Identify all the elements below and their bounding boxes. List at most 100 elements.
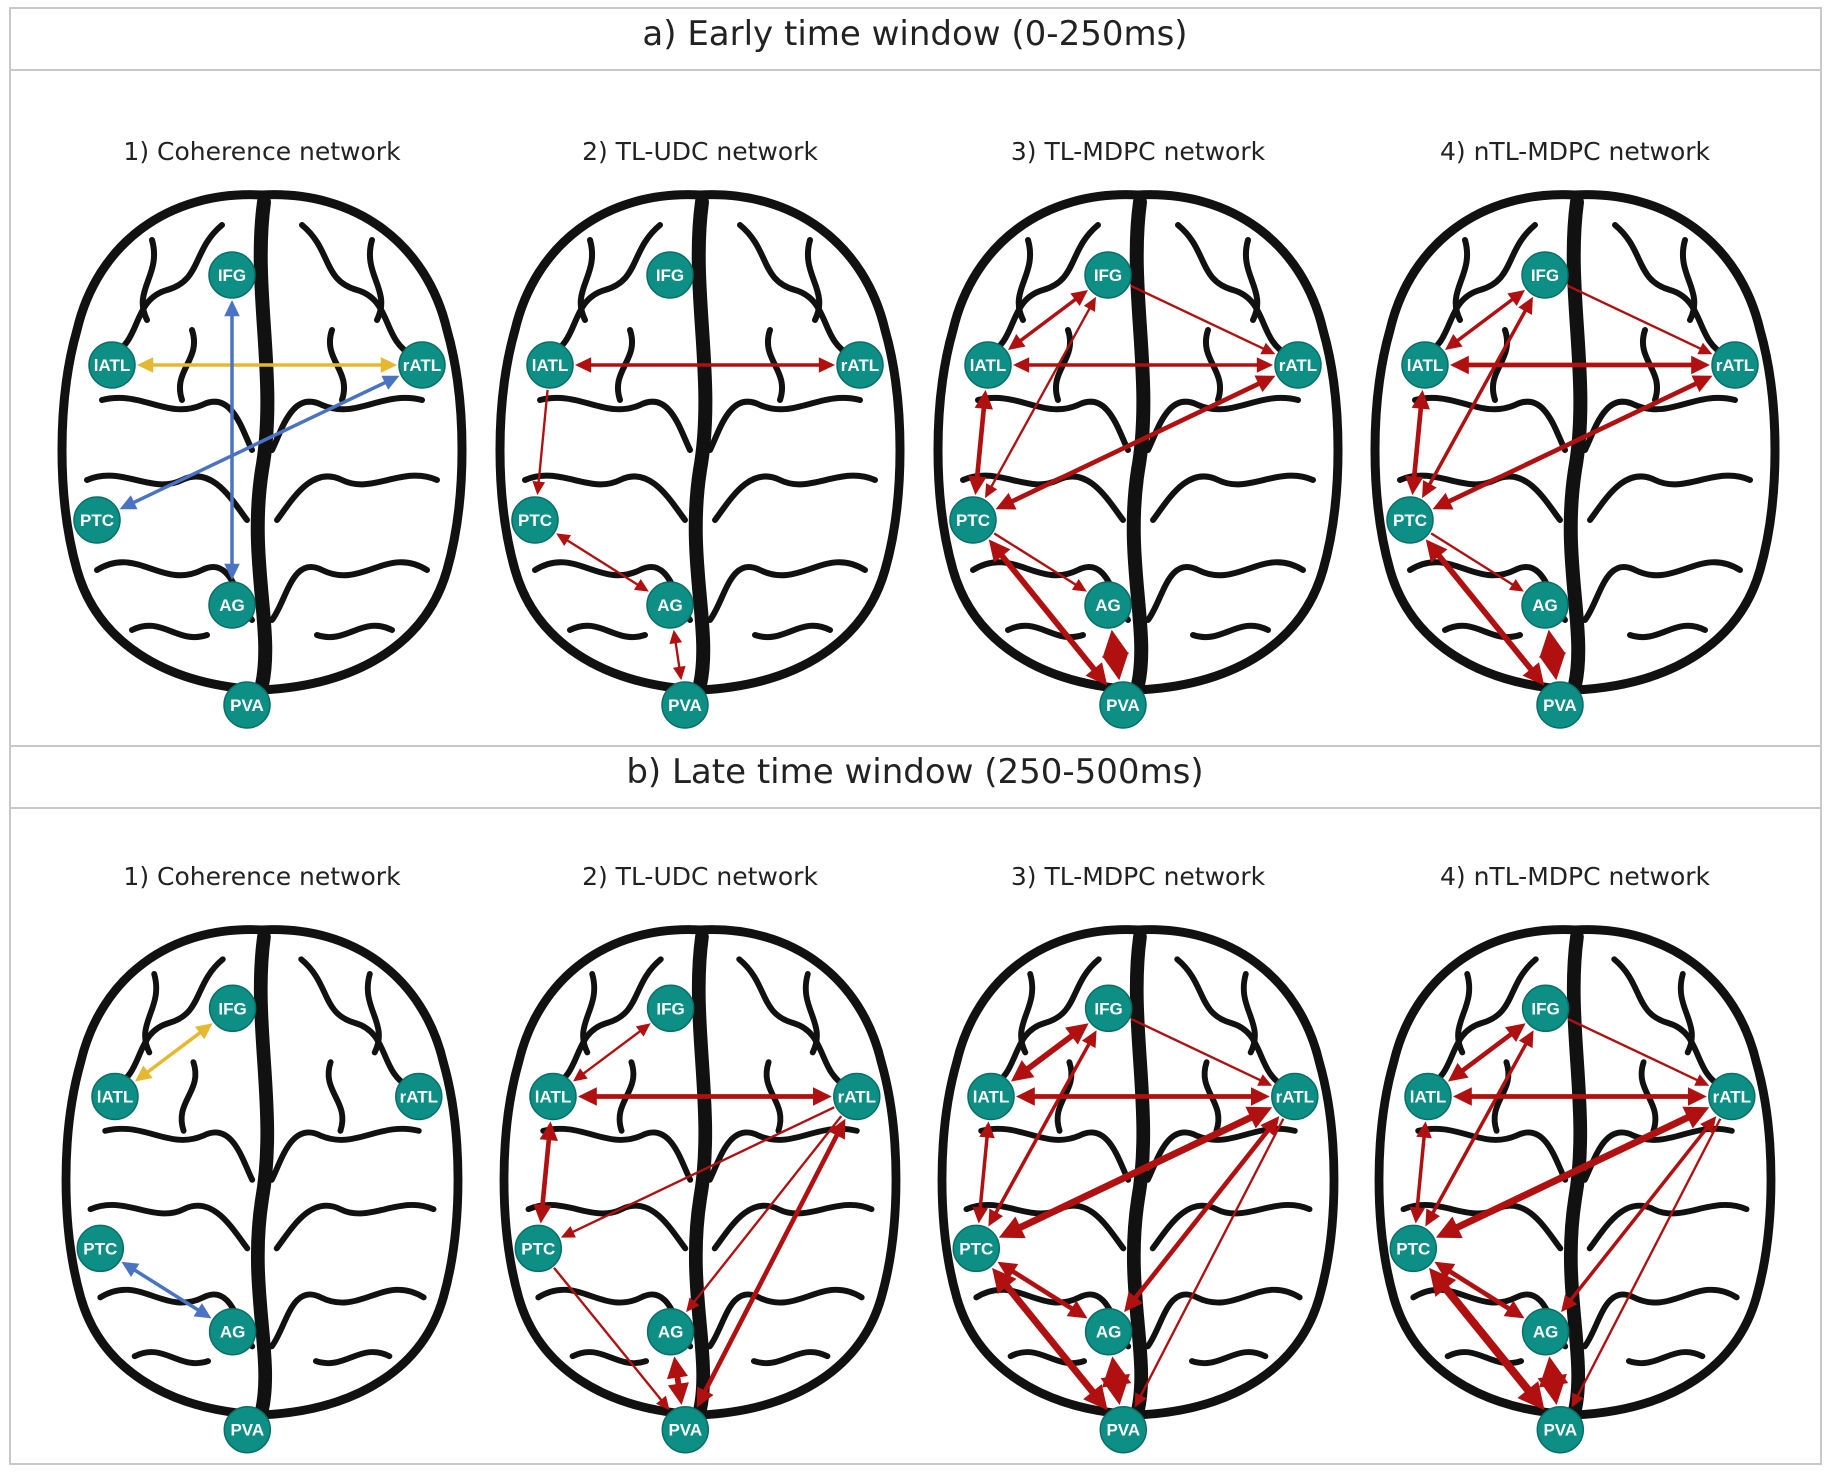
panel-title: 2) TL-UDC network: [582, 137, 818, 166]
arrowhead: [979, 1121, 995, 1139]
arrowhead: [121, 1261, 140, 1277]
arrowhead: [972, 1206, 989, 1224]
region-node-circle: [529, 1072, 577, 1121]
region-node-circle: [964, 341, 1012, 389]
arrowhead: [137, 357, 154, 373]
arrowhead: [686, 1297, 700, 1313]
connection-edge: [537, 389, 549, 485]
region-node-circle: [1708, 1072, 1756, 1121]
region-node-label: rATL: [1713, 1088, 1751, 1107]
region-node-circle: [646, 1307, 695, 1356]
connection-edge: [674, 640, 681, 670]
connection-edge: [1017, 296, 1079, 344]
region-node-label: PTC: [83, 1239, 117, 1258]
arrowhead: [1425, 1208, 1441, 1227]
arrowhead: [1085, 662, 1108, 686]
arrowhead: [1429, 1267, 1457, 1297]
connection-edge: [580, 1028, 643, 1076]
region-node: AG: [1521, 1307, 1570, 1356]
arrowhead: [818, 357, 835, 373]
panel-title: 4) nTL-MDPC network: [1440, 137, 1711, 166]
arrowhead: [1071, 579, 1087, 592]
region-node-label: rATL: [400, 1088, 438, 1107]
region-node-label: rATL: [403, 356, 441, 375]
connection-edge: [1014, 1112, 1257, 1233]
arrowhead: [1102, 1356, 1132, 1388]
region-node: PTC: [952, 1224, 1001, 1273]
region-node-circle: [1536, 1405, 1585, 1454]
brain-illustration: [66, 930, 458, 1415]
connection-edge: [1567, 284, 1704, 351]
region-node-label: AG: [1095, 596, 1121, 615]
region-node-label: IFG: [1094, 999, 1122, 1018]
region-node-label: lATL: [97, 1088, 134, 1107]
connection-edge: [1567, 1125, 1710, 1304]
arrowhead: [669, 629, 683, 645]
region-node: PTC: [76, 1224, 125, 1273]
arrowhead: [1432, 492, 1454, 510]
connection-edge: [1130, 1017, 1263, 1083]
arrowhead: [1450, 355, 1469, 375]
region-node: rATL: [833, 1072, 881, 1121]
connection-edge: [1022, 1031, 1077, 1074]
region-node-circle: [967, 1072, 1015, 1121]
arrowhead: [1134, 1392, 1147, 1408]
edge-group: [532, 357, 835, 681]
arrowhead: [1453, 1087, 1472, 1106]
region-node-label: IFG: [1531, 266, 1559, 285]
arrowhead: [667, 1382, 689, 1405]
region-node-circle: [661, 1405, 710, 1454]
region-node-circle: [91, 1072, 139, 1121]
arrowhead: [633, 579, 649, 592]
region-node: PVA: [661, 681, 709, 729]
arrowhead: [1518, 1030, 1534, 1049]
region-node-circle: [646, 581, 694, 629]
arrowhead: [1013, 357, 1030, 373]
region-node-label: AG: [1532, 596, 1558, 615]
region-node: PVA: [661, 1405, 710, 1454]
connection-edge: [978, 1134, 990, 1211]
region-node-label: PTC: [518, 511, 552, 530]
edge-group: [972, 1017, 1285, 1411]
arrowhead: [380, 357, 397, 373]
arrowhead: [135, 1065, 153, 1082]
region-node-circle: [1099, 681, 1147, 729]
region-node-label: lATL: [94, 356, 131, 375]
region-node-label: AG: [220, 1323, 246, 1342]
arrowhead: [1254, 375, 1276, 393]
arrowhead: [1448, 1062, 1469, 1082]
region-node-label: AG: [658, 1323, 684, 1342]
arrowhead: [997, 1261, 1019, 1280]
region-node-circle: [1386, 496, 1434, 544]
arrowhead: [1518, 296, 1533, 315]
arrowhead: [1102, 629, 1129, 659]
connection-edge: [130, 379, 389, 506]
arrowhead: [1682, 1106, 1710, 1129]
arrowhead: [560, 1226, 576, 1238]
arrowhead: [1260, 342, 1276, 355]
region-node-circle: [514, 1224, 563, 1273]
arrowhead: [1256, 357, 1273, 373]
region-node-circle: [1711, 341, 1759, 389]
arrowhead: [656, 1395, 670, 1411]
arrowhead: [1416, 1121, 1432, 1139]
region-node-label: IFG: [218, 999, 246, 1018]
region-node: PTC: [1389, 1224, 1438, 1273]
connection-edge: [1131, 1126, 1272, 1302]
connection-edge: [1138, 1118, 1285, 1399]
connection-edge: [144, 1029, 204, 1076]
arrowhead: [1065, 1023, 1089, 1045]
region-node-circle: [1099, 1405, 1148, 1454]
region-node-label: rATL: [1276, 1088, 1314, 1107]
region-node-label: AG: [219, 596, 245, 615]
region-node: AG: [208, 581, 256, 629]
region-node-label: PTC: [956, 511, 990, 530]
connection-edge: [1567, 1017, 1700, 1083]
arrowhead: [1522, 662, 1545, 686]
